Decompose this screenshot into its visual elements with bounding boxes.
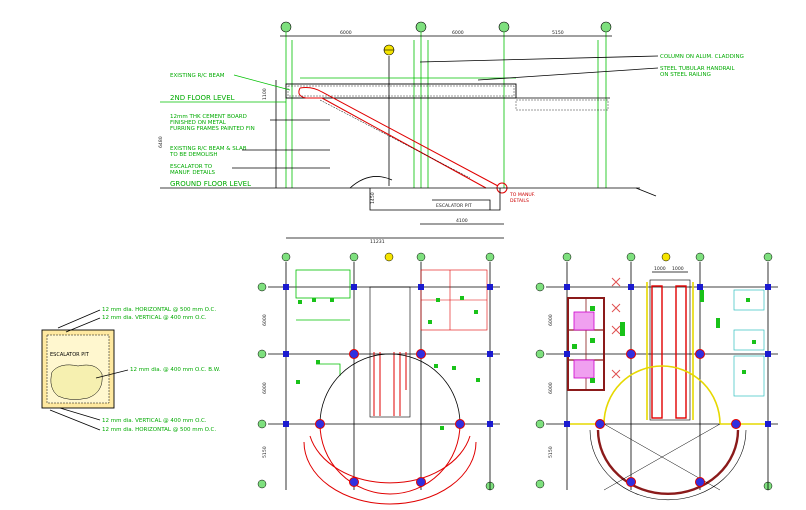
plan1-atrium-lower bbox=[319, 423, 461, 495]
note-cement-board-3: FURRING FRAMES PAINTED FIN bbox=[170, 126, 255, 132]
note-existing-beam: EXISTING R/C BEAM bbox=[170, 73, 225, 79]
plan2-escalator bbox=[646, 279, 694, 421]
note-escalator-2: MANUF. DETAILS bbox=[170, 170, 216, 176]
plan1-rooms-left bbox=[295, 269, 351, 376]
plan1-fixtures bbox=[296, 296, 480, 430]
escalator-truss bbox=[298, 87, 508, 194]
escalator-pit-section: ESCALATOR PIT bbox=[349, 176, 501, 211]
pit-note-1: 12 mm dia. HORIZONTAL @ 500 mm O.C. bbox=[102, 307, 216, 313]
upper-slab bbox=[285, 77, 610, 111]
section-grid-bubbles bbox=[280, 21, 612, 33]
plan2-grid-bubbles bbox=[535, 252, 773, 491]
plan2-rooms bbox=[567, 297, 605, 391]
plan1-grid-bubbles bbox=[257, 252, 495, 491]
plan-second-floor: 1000 1000 bbox=[535, 252, 778, 501]
note-beam-slab-2: TO BE DEMOLISH bbox=[169, 152, 218, 158]
pit-label: ESCALATOR PIT bbox=[436, 203, 472, 209]
note-beam-slab-1: EXISTING R/C BEAM & SLAB bbox=[170, 146, 247, 152]
plan1-dim-3: 5150 bbox=[262, 446, 268, 458]
dim-top-1: 6000 bbox=[340, 30, 352, 36]
dim-mid: 1100 bbox=[262, 88, 268, 100]
section-grid-lines bbox=[285, 32, 607, 188]
note-cement-board-2: FINISHED ON METAL bbox=[170, 120, 227, 126]
pit-note-3: 12 mm dia. @ 400 mm O.C. B.W. bbox=[130, 367, 221, 373]
plan2-dim-3: 5150 bbox=[548, 446, 554, 458]
note-cladding: COLUMN ON ALUM. CLADDING bbox=[660, 54, 744, 60]
plan1-rooms-right bbox=[420, 269, 488, 331]
note-ground-floor: GROUND FLOOR LEVEL bbox=[170, 180, 251, 188]
pit-detail: ESCALATOR PIT 12 mm dia. HORIZONTAL @ 50… bbox=[41, 307, 221, 433]
note-cement-board-1: 12mm THK CEMENT BOARD bbox=[170, 114, 247, 120]
pit-note-5: 12 mm dia. HORIZONTAL @ 500 mm O.C. bbox=[102, 427, 216, 433]
escalator-section: 6000 6000 5150 bbox=[158, 21, 744, 245]
plan-ground-floor: 6000 6000 5150 bbox=[257, 252, 500, 505]
plan2-dim-2: 6000 bbox=[548, 382, 554, 394]
dim-left: 6480 bbox=[158, 136, 164, 148]
plan1-atrium-arc bbox=[319, 353, 461, 425]
dim-pit: 1450 bbox=[370, 192, 376, 204]
dim-top-2: 6000 bbox=[452, 30, 464, 36]
dim-bottom-1: 4100 bbox=[456, 218, 468, 224]
pit-note-4: 12 mm dia. VERTICAL @ 400 mm O.C. bbox=[102, 418, 207, 424]
note-handrail-1: STEEL TUBULAR HANDRAIL bbox=[660, 66, 736, 72]
plan2-fixtures bbox=[572, 290, 756, 383]
level-marker-icon bbox=[383, 44, 395, 186]
plan2-dim-1: 6000 bbox=[548, 314, 554, 326]
note-manuf-1: TO MANUF. bbox=[509, 192, 535, 198]
plan1-dim-1: 6000 bbox=[262, 314, 268, 326]
note-second-floor: 2ND FLOOR LEVEL bbox=[170, 94, 235, 102]
note-escalator-1: ESCALATOR TO bbox=[170, 164, 213, 170]
plan1-dim-2: 6000 bbox=[262, 382, 268, 394]
pit-detail-title: ESCALATOR PIT bbox=[50, 352, 90, 358]
dim-top-3: 5150 bbox=[552, 30, 564, 36]
plan2-dim-top-1: 1000 bbox=[654, 266, 666, 272]
plan1-escalator bbox=[369, 286, 411, 418]
note-handrail-2: ON STEEL RAILING bbox=[660, 72, 711, 78]
plan2-dim-top-2: 1000 bbox=[672, 266, 684, 272]
note-manuf-2: DETAILS bbox=[510, 198, 529, 204]
plan1-columns bbox=[283, 284, 493, 487]
plan2-x-markers bbox=[611, 277, 621, 379]
plan2-cyan-rooms bbox=[733, 289, 765, 397]
dim-bottom-2: 11231 bbox=[370, 239, 385, 245]
plan1-grid-lines bbox=[268, 262, 500, 490]
pit-note-2: 12 mm dia. VERTICAL @ 400 mm O.C. bbox=[102, 315, 207, 321]
plan2-columns bbox=[564, 284, 771, 487]
plan2-atrium-arc bbox=[596, 429, 740, 496]
